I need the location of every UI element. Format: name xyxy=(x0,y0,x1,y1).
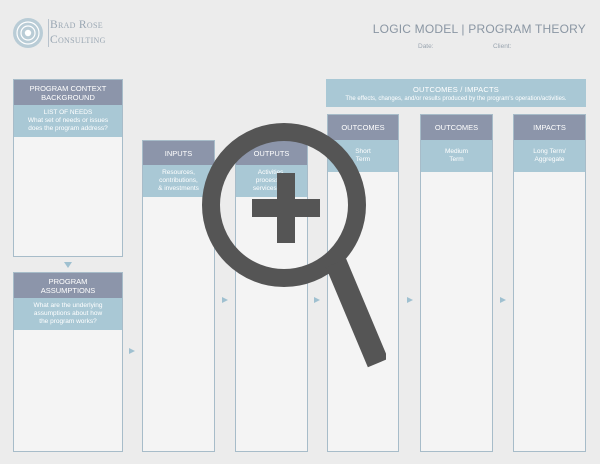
impacts-header: IMPACTS xyxy=(514,115,585,140)
inputs-sub-line-3: & investments xyxy=(158,185,199,192)
arrow-down-icon xyxy=(64,262,72,268)
program-context-header-line-2: BACKGROUND xyxy=(41,92,95,102)
outcomes-short-sub-line-1: Short xyxy=(355,148,371,155)
outputs-sub-line-1: Activities, xyxy=(257,169,286,176)
program-assumptions-header-line-2: ASSUMPTIONS xyxy=(40,285,96,295)
program-context-subheader: LIST OF NEEDS What set of needs or issue… xyxy=(14,105,122,137)
outcomes-medium-term-subheader: Medium Term xyxy=(421,140,492,172)
program-assumptions-subheader: What are the underlying assumptions abou… xyxy=(14,298,122,330)
arrow-right-icon xyxy=(222,297,228,303)
client-field-label: Client: xyxy=(493,43,512,50)
inputs-sub-line-2: contributions, xyxy=(159,177,198,184)
date-field-label: Date: xyxy=(418,43,434,50)
impacts-sub-line-2: Aggregate xyxy=(534,156,565,163)
outputs-sub-line-3: services & ... xyxy=(252,185,291,192)
outcomes-impacts-banner: OUTCOMES / IMPACTS The effects, changes,… xyxy=(326,79,586,107)
program-assumptions-header-line-1: PROGRAM xyxy=(48,276,88,286)
outcomes-short-sub-line-2: Term xyxy=(355,156,371,163)
program-context-sub-line-1: LIST OF NEEDS xyxy=(43,109,93,116)
outcomes-medium-sub-line-2: Term xyxy=(449,156,464,163)
logo-divider xyxy=(48,19,49,47)
outputs-column: OUTPUTS Activities, processes, services … xyxy=(235,140,308,452)
program-assumptions-sub-line-3: the program works? xyxy=(39,318,97,325)
program-context-sub-line-2: What set of needs or issues xyxy=(27,117,109,124)
program-context-column: PROGRAM CONTEXT BACKGROUND LIST OF NEEDS… xyxy=(13,79,123,257)
inputs-subheader: Resources, contributions, & investments xyxy=(143,165,214,197)
concentric-circles-logo-icon xyxy=(13,18,43,48)
program-context-sub-line-3: does the program address? xyxy=(28,125,108,132)
program-context-header: PROGRAM CONTEXT BACKGROUND xyxy=(14,80,122,105)
program-assumptions-column: PROGRAM ASSUMPTIONS What are the underly… xyxy=(13,272,123,452)
program-assumptions-sub-line-2: assumptions about how xyxy=(33,310,103,317)
outcomes-medium-term-column: OUTCOMES Medium Term xyxy=(420,114,493,452)
outputs-subheader: Activities, processes, services & ... xyxy=(236,165,307,197)
page-title: LOGIC MODEL | PROGRAM THEORY xyxy=(372,22,586,36)
logo: Brad Rose Consulting xyxy=(12,17,122,51)
outcomes-short-term-header: OUTCOMES xyxy=(328,115,398,140)
impacts-sub-line-1: Long Term/ xyxy=(533,148,566,155)
arrow-right-icon xyxy=(407,297,413,303)
zoom-in-icon[interactable] xyxy=(202,123,386,371)
arrow-right-icon xyxy=(314,297,320,303)
impacts-column: IMPACTS Long Term/ Aggregate xyxy=(513,114,586,452)
outcomes-medium-sub-line-1: Medium xyxy=(444,148,469,155)
arrow-right-icon xyxy=(129,348,135,354)
inputs-sub-line-1: Resources, xyxy=(162,169,195,176)
arrow-right-icon xyxy=(500,297,506,303)
outcomes-impacts-description: The effects, changes, and/or results pro… xyxy=(345,96,567,102)
logo-line-2: Consulting xyxy=(50,34,106,46)
inputs-header: INPUTS xyxy=(143,141,214,165)
program-assumptions-header: PROGRAM ASSUMPTIONS xyxy=(14,273,122,298)
impacts-subheader: Long Term/ Aggregate xyxy=(514,140,585,172)
outcomes-medium-term-header: OUTCOMES xyxy=(421,115,492,140)
program-assumptions-sub-line-1: What are the underlying xyxy=(33,302,103,309)
inputs-column: INPUTS Resources, contributions, & inves… xyxy=(142,140,215,452)
outputs-sub-line-2: processes, xyxy=(255,177,288,184)
outcomes-impacts-title: OUTCOMES / IMPACTS xyxy=(413,85,499,94)
logo-wordmark: Brad Rose Consulting xyxy=(50,18,106,48)
logo-line-1: Brad Rose xyxy=(50,19,103,31)
program-context-header-line-1: PROGRAM CONTEXT xyxy=(29,83,107,93)
